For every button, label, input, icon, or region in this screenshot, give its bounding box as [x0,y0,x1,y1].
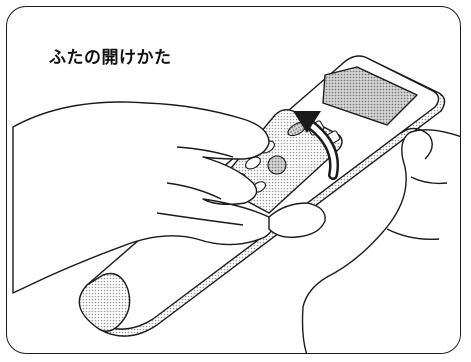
remote-control [86,55,446,337]
instruction-title: ふたの開けかた [49,48,172,68]
remote-bottom-end [78,272,131,332]
curved-arrow-up-icon [293,111,339,180]
right-hand [268,127,460,353]
left-hand [12,101,274,294]
display-window [322,66,418,126]
remote-illustration [12,55,460,353]
instruction-panel: ふたの開けかた [6,6,461,354]
